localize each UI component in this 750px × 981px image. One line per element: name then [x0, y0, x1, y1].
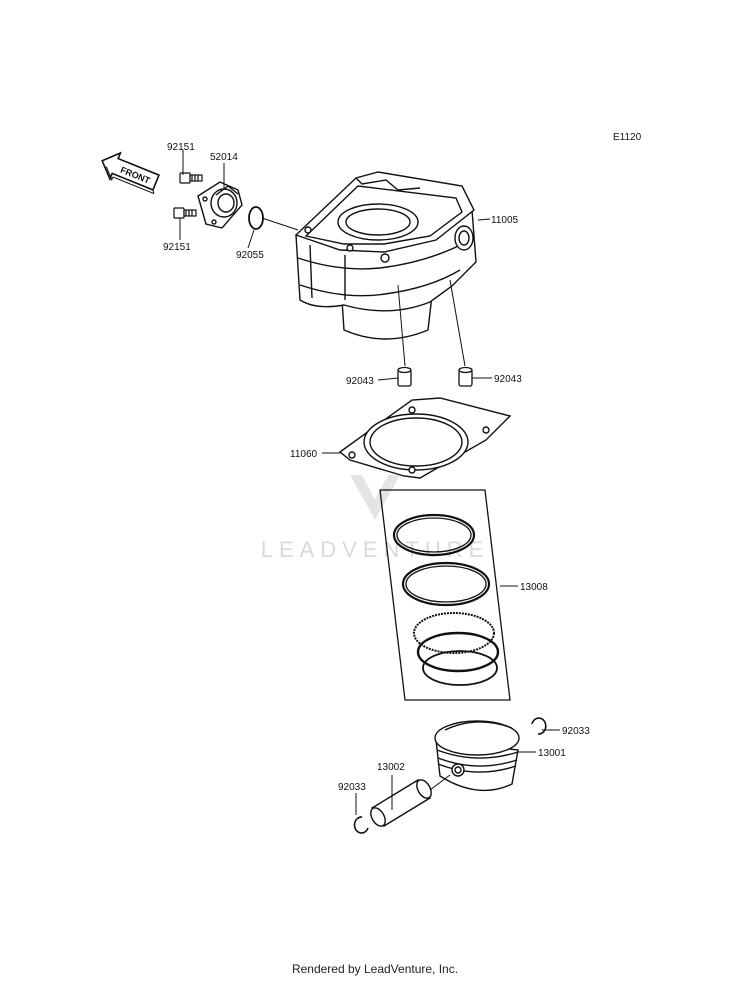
- part-label-52014: 52014: [210, 152, 238, 163]
- leader-lines: [179, 150, 560, 815]
- part-label-13008: 13008: [520, 582, 548, 593]
- part-label-13001: 13001: [538, 748, 566, 759]
- part-label-92033-left: 92033: [338, 782, 366, 793]
- part-label-13002: 13002: [377, 762, 405, 773]
- part-label-11060: 11060: [290, 449, 318, 460]
- bolt-92151-top-icon: [179, 172, 203, 184]
- front-arrow-icon: FRONT: [101, 151, 160, 195]
- watermark: LEADVENTURE: [261, 475, 490, 562]
- piston-pin-13002-icon: [370, 779, 432, 827]
- cylinder-11005-icon: [294, 171, 477, 340]
- part-label-92151-top: 92151: [167, 142, 195, 153]
- piston-ring-set-13008-icon: [379, 489, 511, 701]
- part-label-92043-right: 92043: [494, 374, 522, 385]
- gasket-11060-icon: [338, 397, 512, 479]
- circlip-92033-right-icon: [531, 717, 547, 735]
- watermark-text: LEADVENTURE: [261, 537, 490, 562]
- o-ring-92055-icon: [248, 206, 264, 230]
- part-label-92033-right: 92033: [562, 726, 590, 737]
- housing-52014-icon: [197, 181, 243, 229]
- piston-13001-icon: [434, 720, 520, 792]
- watermark-logo-icon: [350, 475, 400, 520]
- part-label-92043-left: 92043: [346, 376, 374, 387]
- diagram-code: E1120: [613, 132, 642, 143]
- part-label-11005: 11005: [491, 215, 519, 226]
- circlip-92033-left-icon: [353, 816, 369, 834]
- part-label-92055: 92055: [236, 250, 264, 261]
- bolt-92151-bottom-icon: [173, 207, 197, 219]
- dowel-92043-left-icon: [397, 366, 412, 387]
- dowel-92043-right-icon: [458, 366, 473, 387]
- footer-credit: Rendered by LeadVenture, Inc.: [291, 962, 459, 976]
- part-label-92151-bottom: 92151: [163, 242, 191, 253]
